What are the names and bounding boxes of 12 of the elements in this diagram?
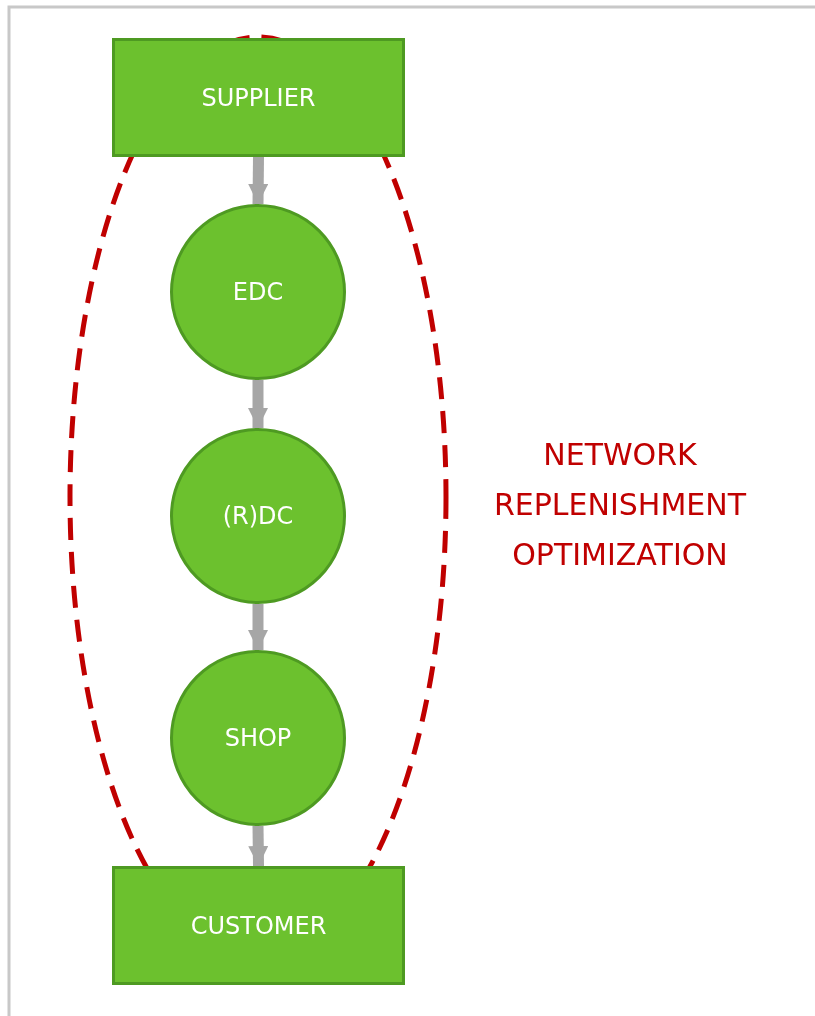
arrow [248, 825, 269, 867]
process-box [112, 866, 405, 985]
arrow [248, 380, 268, 428]
box-label: SUPPLIER [201, 83, 316, 112]
box-label: CUSTOMER [190, 911, 327, 940]
arrow [248, 156, 269, 205]
process-box [112, 38, 405, 157]
arrow [248, 604, 268, 650]
circle-label: SHOP [224, 724, 292, 752]
circle-label: (R)DC [222, 502, 294, 530]
scope-label: NETWORK REPLENISHMENT OPTIMIZATION [492, 436, 748, 574]
circle-label: EDC [232, 278, 284, 306]
